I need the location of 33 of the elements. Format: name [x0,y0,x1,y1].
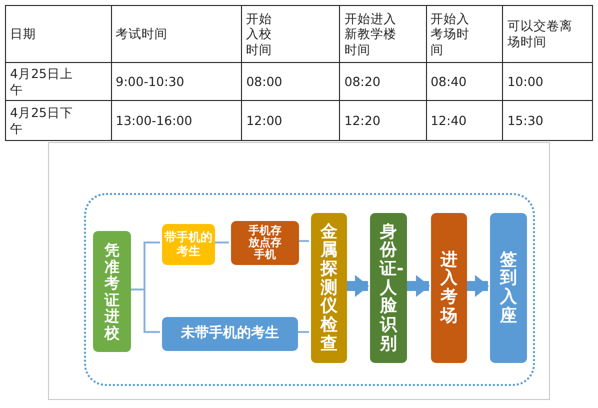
step-box: 身份证-人脸识别 [370,213,407,363]
table-cell-text: 13:00-16:00 [116,112,192,128]
table-cell-text: 08:40 [430,74,467,90]
step-box: 进入考场 [431,213,467,363]
step-box: 手机存放点存手机 [231,221,299,265]
arrow [465,275,489,297]
step-box: 带手机的考生 [162,224,215,265]
table-cell-text: 08:20 [344,74,380,90]
table-cell-text: 10:00 [507,74,544,90]
table-cell-text: 12:00 [246,112,282,128]
connector-line [296,331,309,333]
table-cell-text: 4月25日下午 [10,104,73,136]
column-header: 开始入考场时间 [430,10,471,58]
step-box: 签到入座 [490,213,527,363]
step-box: 未带手机的考生 [162,317,298,351]
arrow [345,275,369,297]
column-header: 考试时间 [116,26,168,42]
connector-line [213,242,229,244]
table-cell-text: 4月25日上午 [10,66,73,98]
column-header: 开始入校时间 [246,10,274,58]
step-box: 凭准考证进校 [93,231,131,352]
table-cell-text: 15:30 [507,112,544,128]
connector-line [297,240,309,242]
column-header: 可以交卷离场时间 [507,18,574,50]
table-cell-text: 08:00 [246,74,282,90]
arrow [405,275,430,297]
column-header: 日期 [10,26,36,42]
column-header: 开始进入新教学楼时间 [344,10,398,58]
table-cell-text: 9:00-10:30 [116,74,184,90]
step-box: 金属探测仪检查 [311,213,347,363]
table-cell-text: 12:20 [344,112,380,128]
dotted-container [84,193,535,386]
table-cell-text: 12:40 [430,112,467,128]
